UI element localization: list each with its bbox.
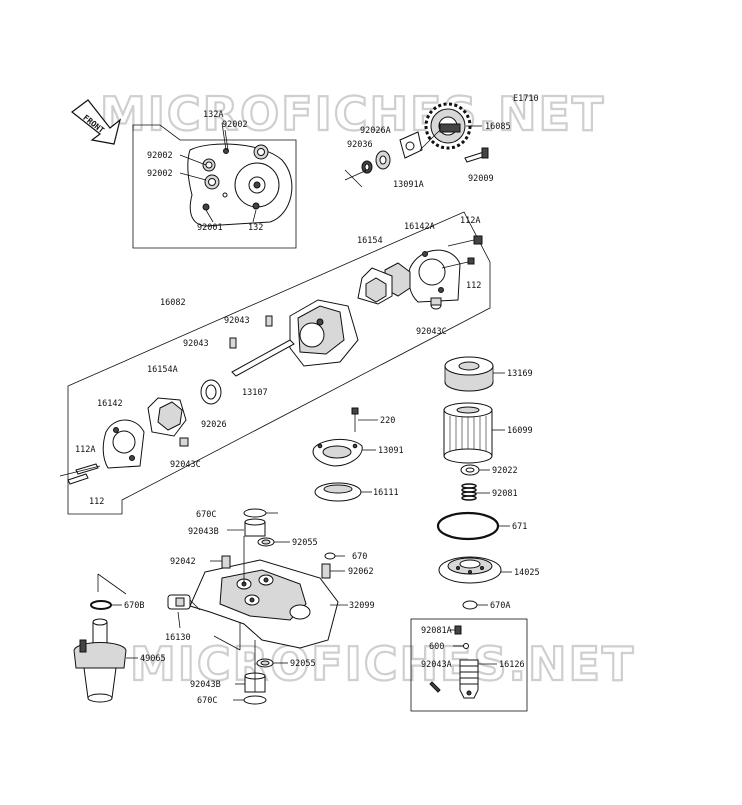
label-13107: 13107: [242, 388, 268, 398]
label-92043C-bot: 92043C: [170, 460, 201, 470]
label-14025: 14025: [514, 568, 540, 578]
pump-gear-group: [344, 102, 489, 188]
label-112-top: 112: [466, 281, 481, 291]
label-92009: 92009: [468, 174, 494, 184]
label-16082: 16082: [160, 298, 186, 308]
label-92043-a: 92043: [224, 316, 250, 326]
label-92026A: 92026A: [360, 126, 391, 136]
relief-valve-group: [429, 625, 497, 699]
label-92081: 92081: [492, 489, 518, 499]
label-92043B-top: 92043B: [188, 527, 219, 537]
label-112A-top: 112A: [460, 216, 480, 226]
pump-case-group: [167, 508, 348, 705]
filter-cover-group: [312, 407, 378, 502]
label-112-bot: 112: [89, 497, 104, 507]
label-13091A: 13091A: [393, 180, 424, 190]
label-670B: 670B: [124, 601, 144, 611]
label-92026: 92026: [201, 420, 227, 430]
label-92002-b: 92002: [147, 151, 173, 161]
label-670: 670: [352, 552, 367, 562]
label-220: 220: [380, 416, 395, 426]
relief-valve-frame: [410, 618, 528, 712]
label-132A: 132A: [203, 110, 223, 120]
label-92001: 92001: [197, 223, 223, 233]
label-32099: 32099: [349, 601, 375, 611]
label-112A-bot: 112A: [75, 445, 95, 455]
label-92002-a: 92002: [222, 120, 248, 130]
gear-16085: [424, 102, 472, 150]
label-92036: 92036: [347, 140, 373, 150]
label-132: 132: [248, 223, 263, 233]
label-16111: 16111: [373, 488, 399, 498]
oil-filter-group: [436, 356, 512, 610]
label-92043-b: 92043: [183, 339, 209, 349]
label-92043C-top: 92043C: [416, 327, 447, 337]
strainer-group: [73, 573, 138, 703]
diagram-code: E1710: [513, 94, 539, 104]
label-13091: 13091: [378, 446, 404, 456]
label-670C-bot: 670C: [197, 696, 217, 706]
label-16099: 16099: [507, 426, 533, 436]
label-92002-c: 92002: [147, 169, 173, 179]
label-16142: 16142: [97, 399, 123, 409]
label-16085: 16085: [485, 122, 511, 132]
watermark-top: MICROFICHES.NET: [100, 87, 605, 141]
label-92043A: 92043A: [421, 660, 452, 670]
label-92022: 92022: [492, 466, 518, 476]
label-92055-top: 92055: [292, 538, 318, 548]
label-16142A: 16142A: [404, 222, 435, 232]
label-92042: 92042: [170, 557, 196, 567]
pump-assembly-group: [59, 235, 483, 485]
label-92062: 92062: [348, 567, 374, 577]
label-670A: 670A: [490, 601, 510, 611]
label-92055-bot: 92055: [290, 659, 316, 669]
watermark-bottom: MICROFICHES.NET: [130, 637, 635, 691]
label-16154A: 16154A: [147, 365, 178, 375]
pump-assembly-frame: [67, 211, 491, 515]
label-16126: 16126: [499, 660, 525, 670]
label-13169: 13169: [507, 369, 533, 379]
label-16154: 16154: [357, 236, 383, 246]
label-670C-top: 670C: [196, 510, 216, 520]
label-16130: 16130: [165, 633, 191, 643]
pump-cover-group: [132, 122, 297, 249]
label-92043B-bot: 92043B: [190, 680, 221, 690]
label-49065: 49065: [140, 654, 166, 664]
label-671: 671: [512, 522, 527, 532]
label-92081A: 92081A: [421, 626, 452, 636]
label-600: 600: [429, 642, 444, 652]
